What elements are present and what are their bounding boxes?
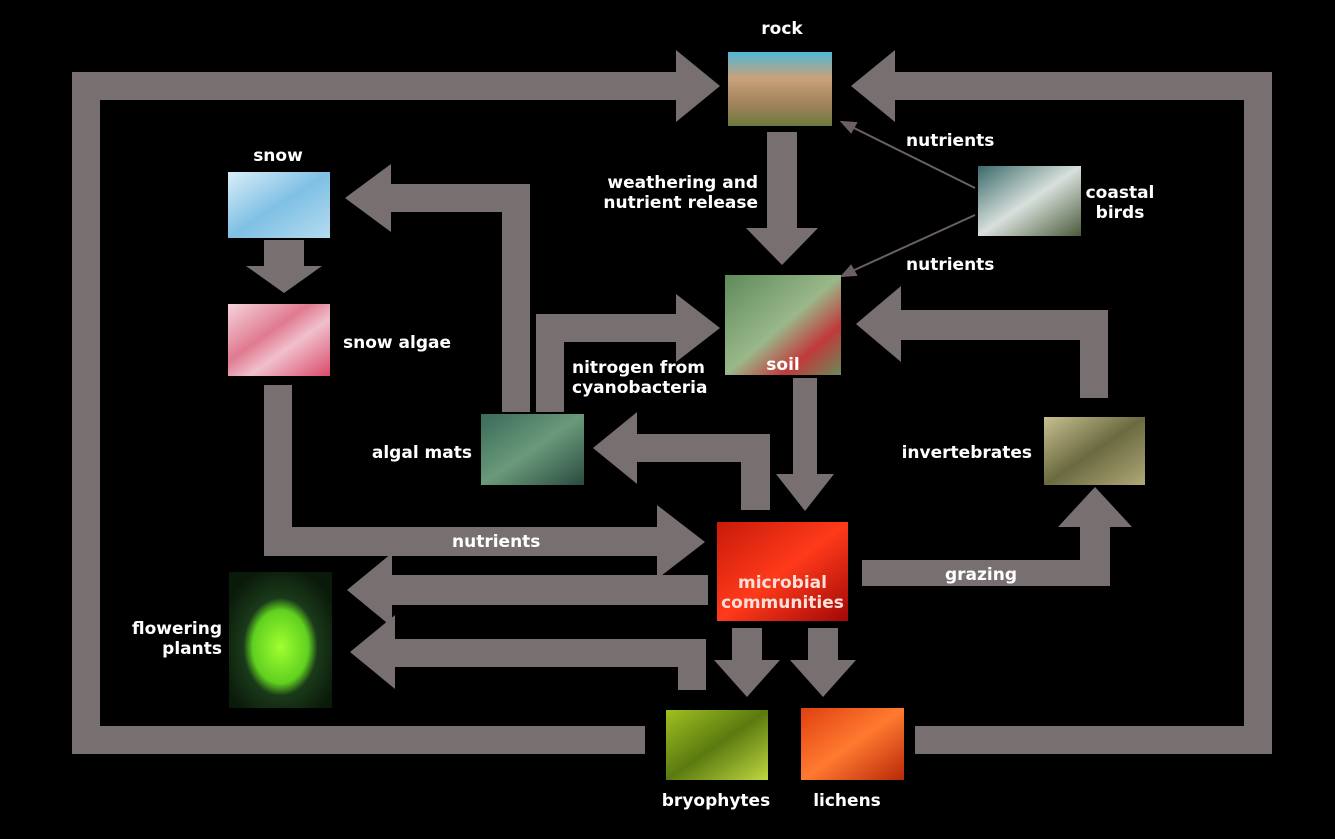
arrow-bryophytes-to-flowering <box>350 615 706 690</box>
arrow-microbial-to-invertebrates <box>862 487 1132 586</box>
arrowhead-birds-to-soil <box>839 264 858 278</box>
microbial-communities-label: microbial communities <box>721 573 844 613</box>
coastal-birds-label: coastal birds <box>1085 183 1155 223</box>
soil-photo <box>725 275 841 375</box>
outer-loop-arrows <box>72 50 1272 754</box>
line-birds-to-rock <box>849 125 976 189</box>
arrow-microbial-to-bryophytes <box>714 628 780 697</box>
soil-label: soil <box>766 355 800 375</box>
algal-mats-label: algal mats <box>371 443 472 463</box>
snow-algae-nutrients-label: nutrients <box>452 532 541 552</box>
arrow-snow-to-snowalgae <box>246 240 322 293</box>
arrow-invertebrates-to-soil <box>856 286 1108 398</box>
lichens-photo <box>801 708 904 780</box>
arrow-microbial-to-mats <box>593 412 770 510</box>
snow-photo <box>228 172 330 238</box>
microbial-communities-photo <box>717 522 848 621</box>
arrow-snowalgae-to-microbial <box>264 385 705 579</box>
birds-to-rock-nutrients-label: nutrients <box>906 131 995 151</box>
invertebrates-label: invertebrates <box>901 443 1032 463</box>
birds-to-soil-nutrients-label: nutrients <box>906 255 995 275</box>
snow-algae-photo <box>228 304 330 376</box>
arrow-rock-to-soil <box>746 132 818 265</box>
lichens-label: lichens <box>813 791 881 811</box>
flowering-plants-photo <box>229 572 332 708</box>
bryophytes-label: bryophytes <box>661 791 771 811</box>
nitrogen-label: nitrogen from cyanobacteria <box>572 358 708 398</box>
arrowhead-birds-to-rock <box>839 120 858 134</box>
rock-photo <box>728 52 832 126</box>
arrow-microbial-to-lichens <box>790 628 856 697</box>
grazing-label: grazing <box>945 565 1018 585</box>
algal-mats-photo <box>481 414 584 485</box>
snow-label: snow <box>253 146 303 166</box>
snow-algae-label: snow algae <box>343 333 451 353</box>
bird-nutrient-lines <box>839 120 976 278</box>
line-birds-to-soil <box>849 214 976 273</box>
weathering-label: weathering and nutrient release <box>603 173 758 213</box>
coastal-birds-photo <box>978 166 1081 236</box>
arrow-microbial-to-flowering-1 <box>347 553 708 627</box>
arrow-mats-to-snow <box>345 164 530 412</box>
invertebrates-photo <box>1044 417 1145 485</box>
photo-tiles <box>228 52 1145 780</box>
bryophytes-photo <box>666 710 768 780</box>
arrow-mats-to-soil <box>536 294 720 412</box>
flowering-plants-label: flowering plants <box>132 619 222 659</box>
right-loop-arrow <box>851 50 1272 754</box>
rock-label: rock <box>761 19 803 39</box>
flow-arrows <box>246 132 1132 697</box>
arrow-soil-to-microbial <box>776 378 834 511</box>
